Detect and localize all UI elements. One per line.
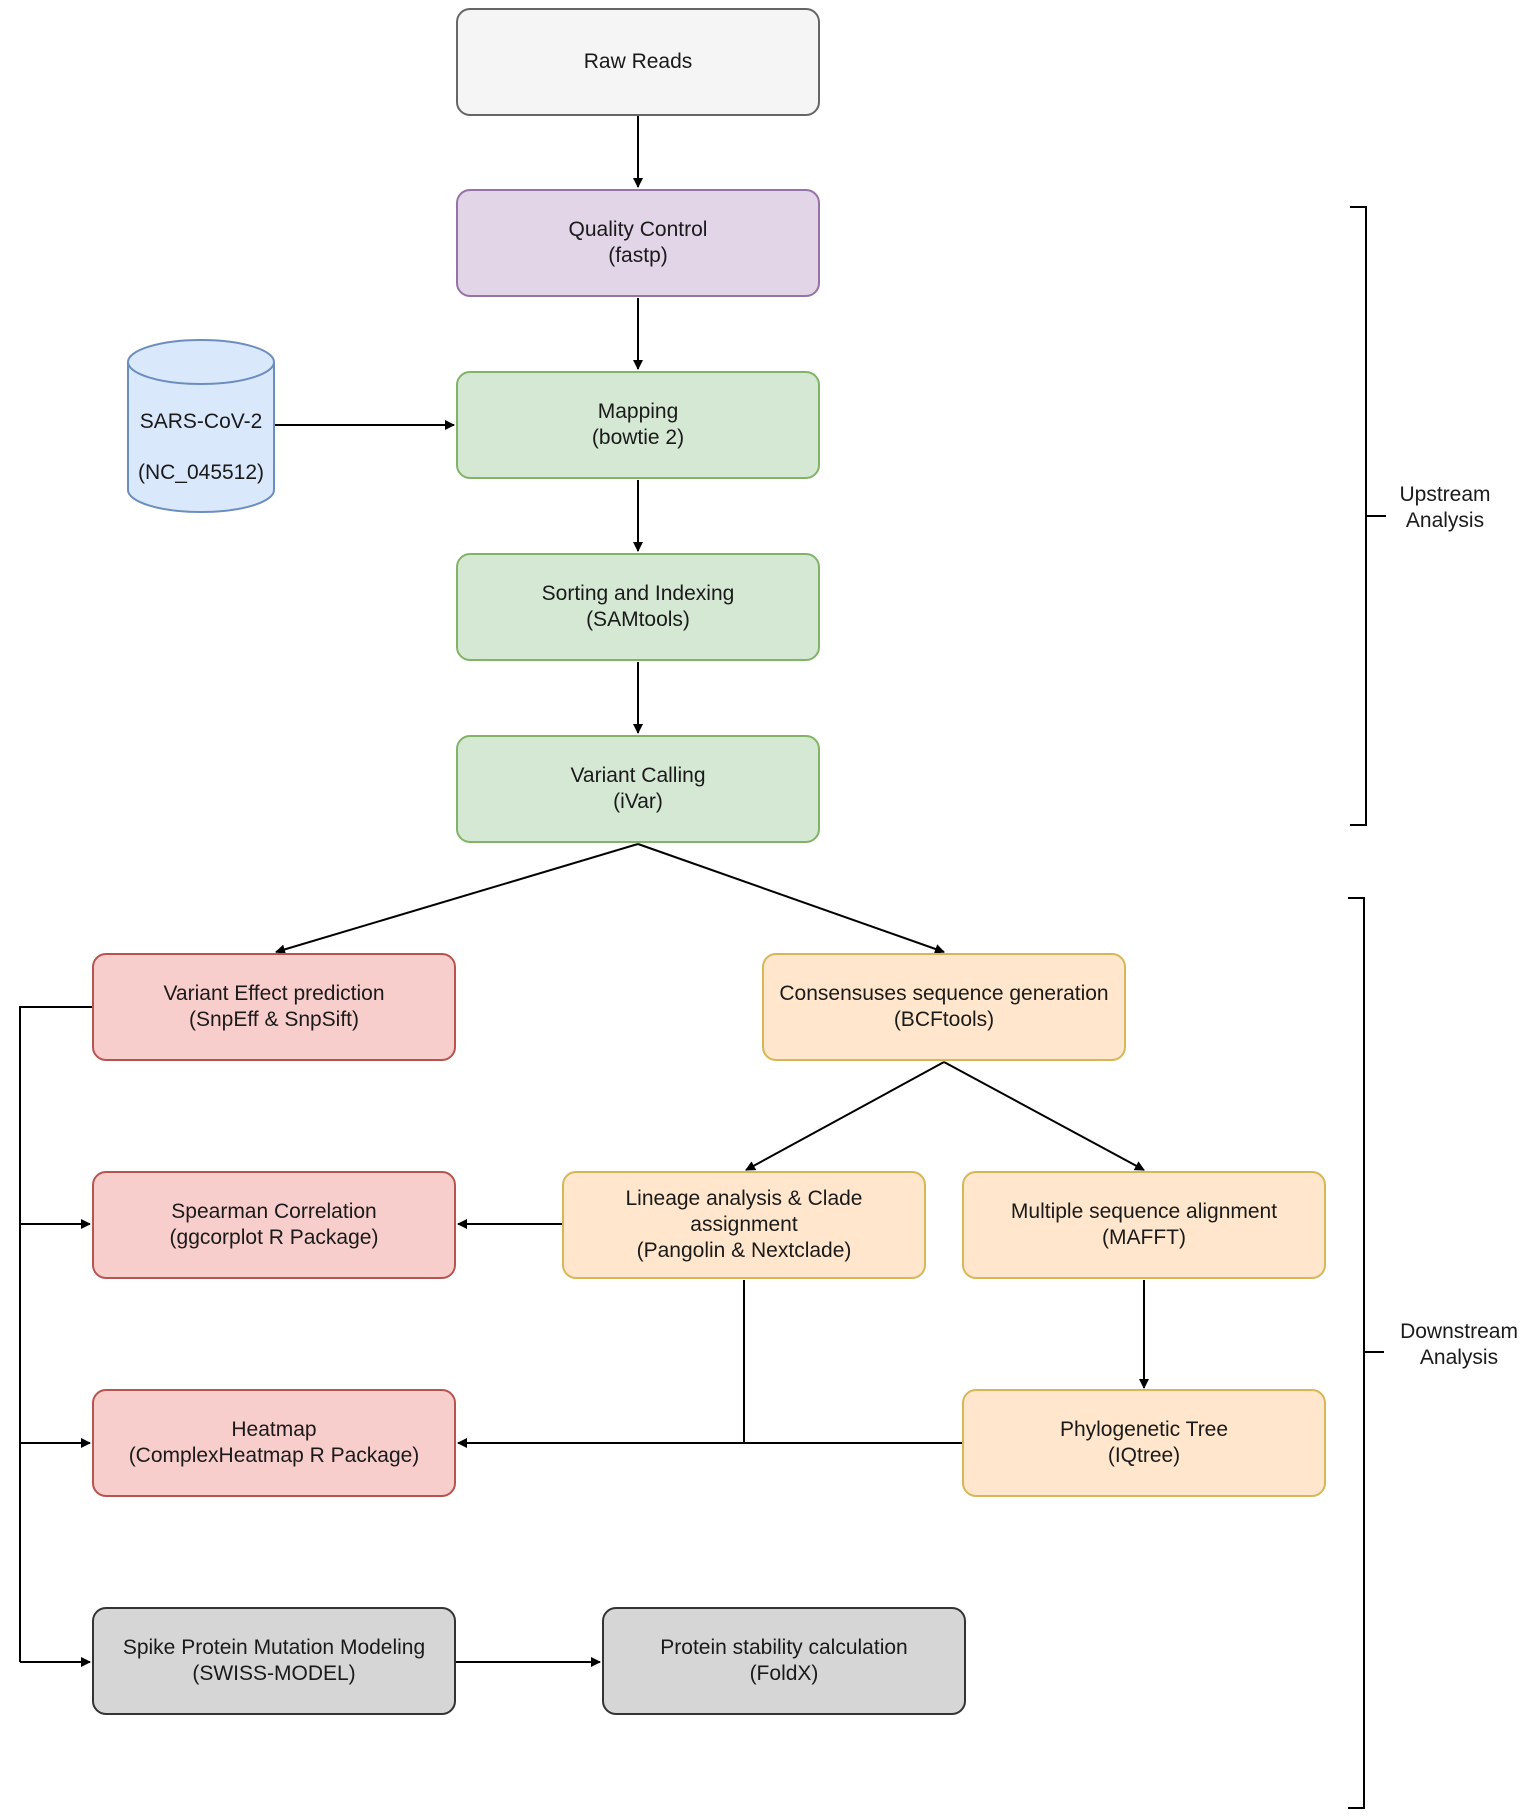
node-label: Heatmap [231,1418,317,1441]
downstream-bracket [1348,897,1365,1809]
arrow-variant-to-effect [275,843,639,955]
reference-name: SARS-CoV-2 [139,410,263,433]
node-protein-stability: Protein stability calculation (FoldX) [602,1607,966,1715]
node-label-cont: assignment [690,1213,798,1236]
node-spike-modeling: Spike Protein Mutation Modeling (SWISS-M… [92,1607,456,1715]
downstream-label: Downstream Analysis [1384,1319,1534,1371]
node-tool: (SWISS-MODEL) [192,1662,356,1685]
line-effect-bus [19,1006,92,1662]
arrow-variant-to-consensus [637,843,945,954]
node-quality-control: Quality Control (fastp) [456,189,820,297]
node-variant-effect: Variant Effect prediction (SnpEff & SnpS… [92,953,456,1061]
node-tool: (FoldX) [749,1662,819,1685]
node-tool: (MAFFT) [1102,1226,1186,1249]
downstream-label-line2: Analysis [1419,1346,1499,1369]
node-label: Spike Protein Mutation Modeling [122,1636,426,1659]
upstream-label-line1: Upstream [1399,483,1491,506]
node-label: Raw Reads [583,50,693,73]
node-label: Multiple sequence alignment [1010,1200,1278,1223]
node-label: Lineage analysis & Clade [625,1187,863,1210]
node-label: Phylogenetic Tree [1059,1418,1229,1441]
node-label: Variant Calling [570,764,706,787]
node-msa: Multiple sequence alignment (MAFFT) [962,1171,1326,1279]
node-label: Variant Effect prediction [163,982,385,1005]
upstream-bracket [1350,206,1367,826]
node-tool: (bowtie 2) [591,426,685,449]
node-label: Consensuses sequence generation [779,982,1109,1005]
node-tool: (fastp) [608,244,668,267]
node-heatmap: Heatmap (ComplexHeatmap R Package) [92,1389,456,1497]
node-tool: (BCFtools) [893,1008,995,1031]
node-tool: (iVar) [613,790,663,813]
node-sorting-indexing: Sorting and Indexing (SAMtools) [456,553,820,661]
node-tool: (SnpEff & SnpSift) [188,1008,360,1031]
node-tool: (ComplexHeatmap R Package) [128,1444,420,1467]
node-spearman: Spearman Correlation (ggcorplot R Packag… [92,1171,456,1279]
arrow-consensus-to-lineage [745,1061,945,1171]
node-tool: (ggcorplot R Package) [169,1226,379,1249]
node-tool: (SAMtools) [586,608,690,631]
upstream-label: Upstream Analysis [1374,482,1516,534]
node-label: Sorting and Indexing [541,582,735,605]
node-label: Protein stability calculation [660,1636,908,1659]
node-label: Spearman Correlation [171,1200,377,1223]
node-lineage: Lineage analysis & Clade assignment (Pan… [562,1171,926,1279]
node-label: Quality Control [568,218,708,241]
node-raw-reads: Raw Reads [456,8,820,116]
node-mapping: Mapping (bowtie 2) [456,371,820,479]
reference-accession: (NC_045512) [137,461,265,484]
downstream-label-line1: Downstream [1400,1320,1518,1343]
arrow-consensus-to-msa [943,1061,1145,1171]
upstream-label-line2: Analysis [1405,509,1485,532]
node-consensus: Consensuses sequence generation (BCFtool… [762,953,1126,1061]
node-label: Mapping [597,400,679,423]
node-variant-calling: Variant Calling (iVar) [456,735,820,843]
node-tool: (IQtree) [1107,1444,1181,1467]
node-tool: (Pangolin & Nextclade) [636,1239,852,1262]
reference-cylinder [127,339,275,513]
node-phylogenetic-tree: Phylogenetic Tree (IQtree) [962,1389,1326,1497]
